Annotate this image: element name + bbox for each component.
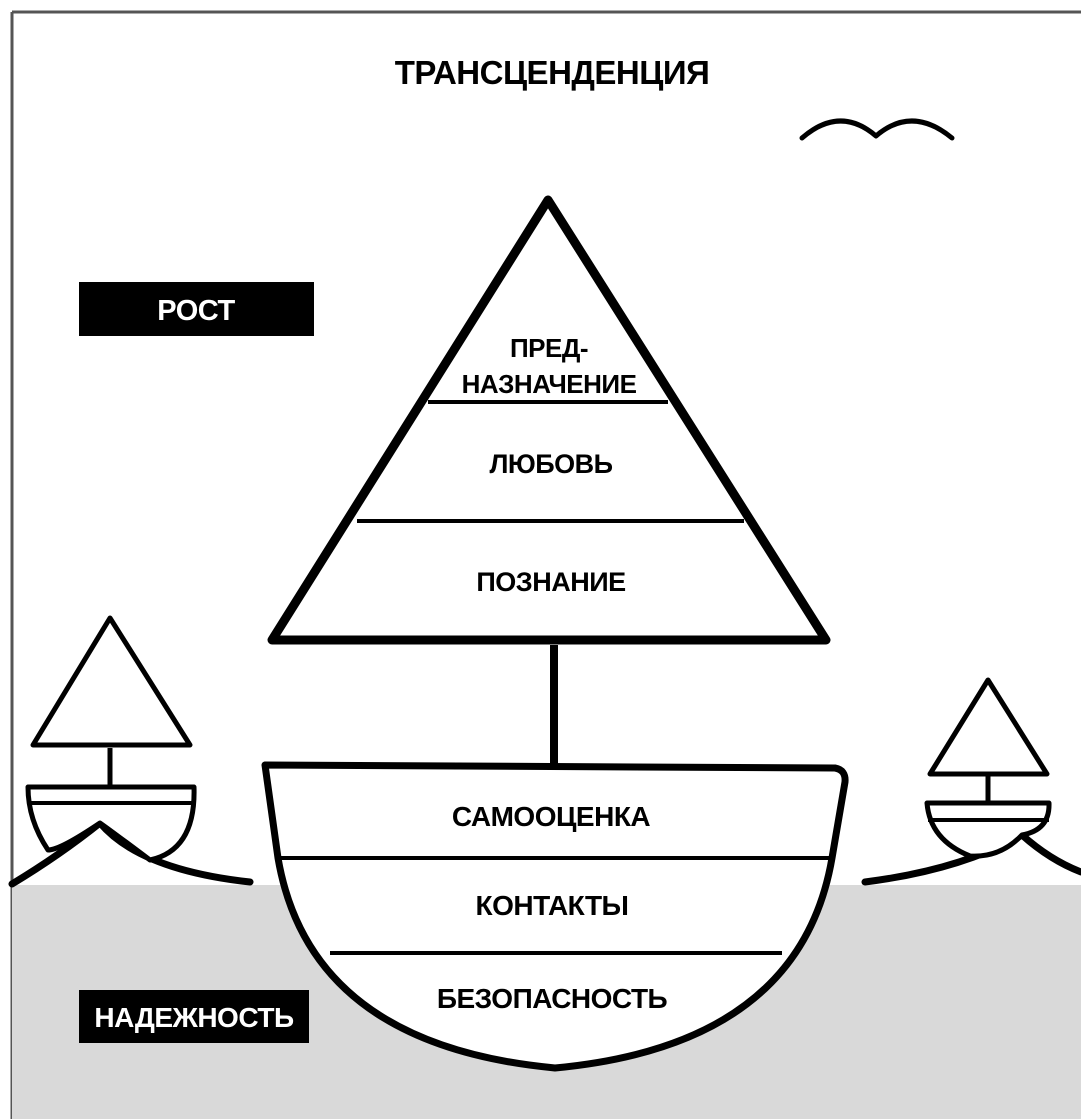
growth-label: РОСТ (157, 295, 235, 327)
security-label-box (79, 990, 309, 1043)
main-hull (261, 761, 849, 1072)
growth-label-box (79, 282, 314, 336)
right-boat-hull (924, 800, 1052, 859)
left-boat-sail (30, 615, 193, 748)
main-sail (267, 195, 831, 645)
water-right (840, 885, 1081, 1119)
sail-level-love: ЛЮБОВЬ (489, 449, 612, 479)
hull-level-esteem: САМООЦЕНКА (452, 801, 651, 832)
bird-icon (799, 118, 955, 141)
sail-level-purpose-line1: ПРЕД- (510, 333, 588, 363)
left-boat-hull (25, 784, 197, 863)
hull-level-connection: КОНТАКТЫ (476, 890, 629, 921)
title: ТРАНСЦЕНДЕНЦИЯ (395, 54, 710, 91)
hull-level-safety: БЕЗОПАСНОСТЬ (437, 983, 668, 1014)
security-label: НАДЕЖНОСТЬ (94, 1002, 294, 1033)
sail-level-purpose-line2: НАЗНАЧЕНИЕ (462, 369, 637, 399)
sail-level-exploration: ПОЗНАНИЕ (476, 567, 625, 597)
right-boat-sail (927, 677, 1050, 777)
